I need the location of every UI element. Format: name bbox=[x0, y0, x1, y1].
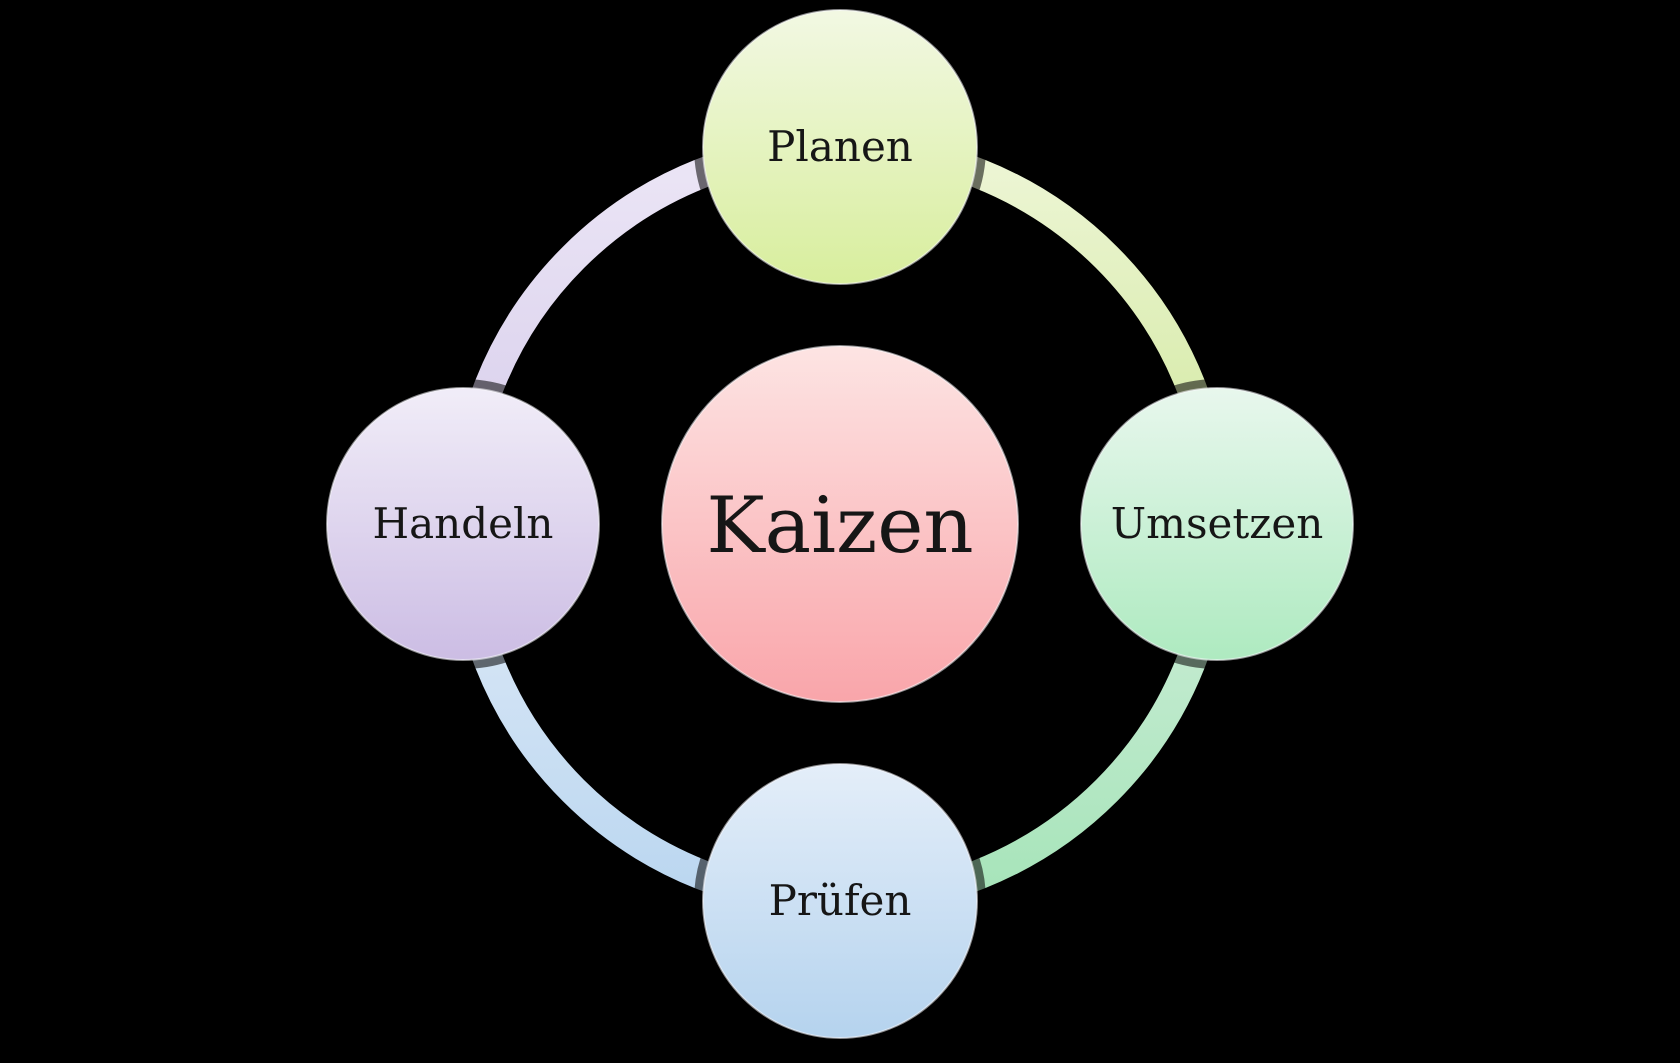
node-planen-label: Planen bbox=[767, 122, 913, 171]
node-shadows bbox=[318, 1, 1362, 1047]
node-planen-circle bbox=[702, 9, 978, 285]
node-umsetzen-circle bbox=[1080, 387, 1354, 661]
shadow-planen bbox=[694, 1, 986, 293]
node-handeln-circle bbox=[326, 387, 600, 661]
node-pruefen-circle bbox=[702, 763, 978, 1039]
node-handeln-label: Handeln bbox=[373, 499, 554, 548]
shadow-umsetzen bbox=[1072, 379, 1362, 669]
node-kaizen-circle bbox=[661, 345, 1019, 703]
node-kaizen-label: Kaizen bbox=[706, 481, 973, 571]
node-pruefen-label: Prüfen bbox=[769, 876, 912, 925]
node-umsetzen-label: Umsetzen bbox=[1111, 499, 1324, 548]
shadow-pruefen bbox=[694, 755, 986, 1047]
shadow-handeln bbox=[318, 379, 608, 669]
